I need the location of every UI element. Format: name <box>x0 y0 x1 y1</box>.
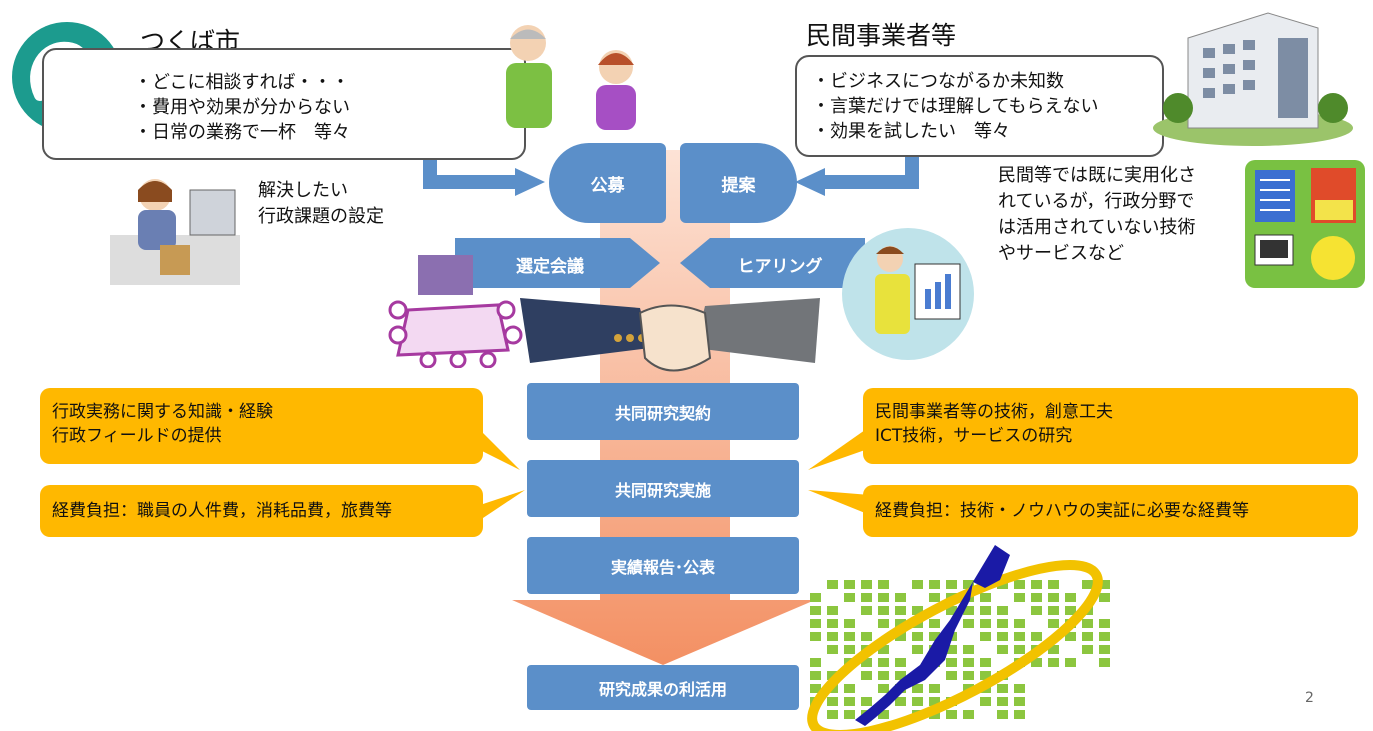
tech-services-icons <box>1245 160 1365 288</box>
city-concerns-callout: ・どこに相談すれば・・・ ・費用や効果が分からない ・日常の業務で一杯 等々 <box>42 48 526 160</box>
private-cost-box: 経費負担：技術・ノウハウの実証に必要な経費等 <box>863 485 1358 537</box>
handshake-illustration <box>520 298 820 372</box>
city-provides-box: 行政実務に関する知識・経験 行政フィールドの提供 <box>40 388 483 464</box>
city-provides-line: 行政フィールドの提供 <box>52 426 222 446</box>
selection-arrow-shape <box>455 238 660 288</box>
step-joint-research-execution[interactable]: 共同研究実施 <box>527 460 799 517</box>
office-building-illustration <box>1153 12 1353 146</box>
private-concern: ・言葉だけでは理解してもらえない <box>812 96 1099 117</box>
private-concern: ・ビジネスにつながるか未知数 <box>812 71 1064 92</box>
city-concern: ・日常の業務で一杯 等々 <box>134 122 350 143</box>
hearing-label[interactable]: ヒアリング <box>737 257 823 277</box>
page-number: 2 <box>1305 690 1314 706</box>
private-provides-box: 民間事業者等の技術，創意工夫 ICT技術，サービスの研究 <box>863 388 1358 464</box>
private-cost-text: 経費負担：技術・ノウハウの実証に必要な経費等 <box>875 501 1249 521</box>
hearing-arrow-shape <box>680 238 865 288</box>
step-joint-research-contract[interactable]: 共同研究契約 <box>527 383 799 440</box>
step-result-utilization[interactable]: 研究成果の利活用 <box>527 665 799 710</box>
presenter-illustration <box>842 228 974 360</box>
private-title: 民間事業者等 <box>806 21 957 50</box>
private-concern: ・効果を試したい 等々 <box>812 121 1010 142</box>
step-report-publication[interactable]: 実績報告･公表 <box>527 537 799 594</box>
private-tech-note: 民間等では既に実用化さ れているが，行政分野で は活用されていない技術 やサービ… <box>998 165 1196 264</box>
recruitment-button[interactable]: 公募 <box>549 143 666 223</box>
issue-setting-note: 解決したい 行政課題の設定 <box>258 180 384 227</box>
city-cost-box: 経費負担：職員の人件費，消耗品費，旅費等 <box>40 485 483 537</box>
city-cost-text: 経費負担：職員の人件費，消耗品費，旅費等 <box>52 501 392 521</box>
worried-staff-illustration <box>506 25 636 130</box>
private-concerns-callout: ・ビジネスにつながるか未知数 ・言葉だけでは理解してもらえない ・効果を試したい… <box>795 55 1164 157</box>
desk-worker-illustration <box>110 179 240 285</box>
japan-map-illustration <box>807 545 1110 731</box>
city-concern: ・費用や効果が分からない <box>134 97 350 118</box>
city-concern: ・どこに相談すれば・・・ <box>134 72 350 93</box>
proposal-button[interactable]: 提案 <box>680 143 797 223</box>
private-provides-line: ICT技術，サービスの研究 <box>875 426 1073 446</box>
meeting-illustration <box>388 255 523 368</box>
city-provides-line: 行政実務に関する知識・経験 <box>52 402 273 422</box>
selection-meeting-label[interactable]: 選定会議 <box>516 257 584 277</box>
private-provides-line: 民間事業者等の技術，創意工夫 <box>875 402 1113 422</box>
